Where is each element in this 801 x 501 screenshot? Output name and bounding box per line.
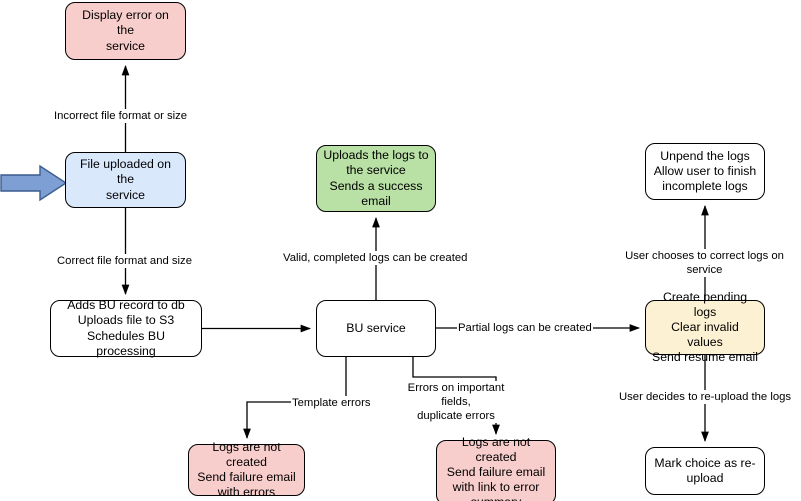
edge-label-user-reupload: User decides to re-upload the logs [618, 390, 793, 404]
node-bu-service[interactable]: BU service [316, 300, 436, 357]
edge-label-valid-completed: Valid, completed logs can be created [282, 251, 469, 265]
node-adds-bu-record[interactable]: Adds BU record to db Uploads file to S3 … [50, 298, 202, 358]
edge-label-template-errors: Template errors [291, 396, 372, 410]
node-file-uploaded[interactable]: File uploaded on the service [65, 152, 186, 208]
edge-label-errors-important: Errors on important fields, duplicate er… [394, 381, 518, 423]
node-display-error[interactable]: Display error on the service [65, 2, 186, 60]
edge-label-incorrect-format: Incorrect file format or size [53, 109, 189, 123]
node-mark-reupload[interactable]: Mark choice as re- upload [645, 447, 765, 495]
node-uploads-logs[interactable]: Uploads the logs to the service Sends a … [316, 145, 436, 212]
node-create-pending-logs[interactable]: Create pending logs Clear invalid values… [645, 290, 765, 364]
edge-label-partial-logs: Partial logs can be created [457, 321, 593, 335]
edge-label-correct-format: Correct file format and size [56, 254, 193, 268]
node-logs-not-created-template[interactable]: Logs are not created Send failure email … [188, 440, 305, 499]
node-unpend-logs[interactable]: Unpend the logs Allow user to finish inc… [645, 143, 765, 200]
edge-label-user-corrects: User chooses to correct logs on service [608, 249, 801, 277]
input-block-arrow-icon [0, 164, 68, 202]
node-logs-not-created-summary[interactable]: Logs are not created Send failure email … [436, 435, 556, 501]
